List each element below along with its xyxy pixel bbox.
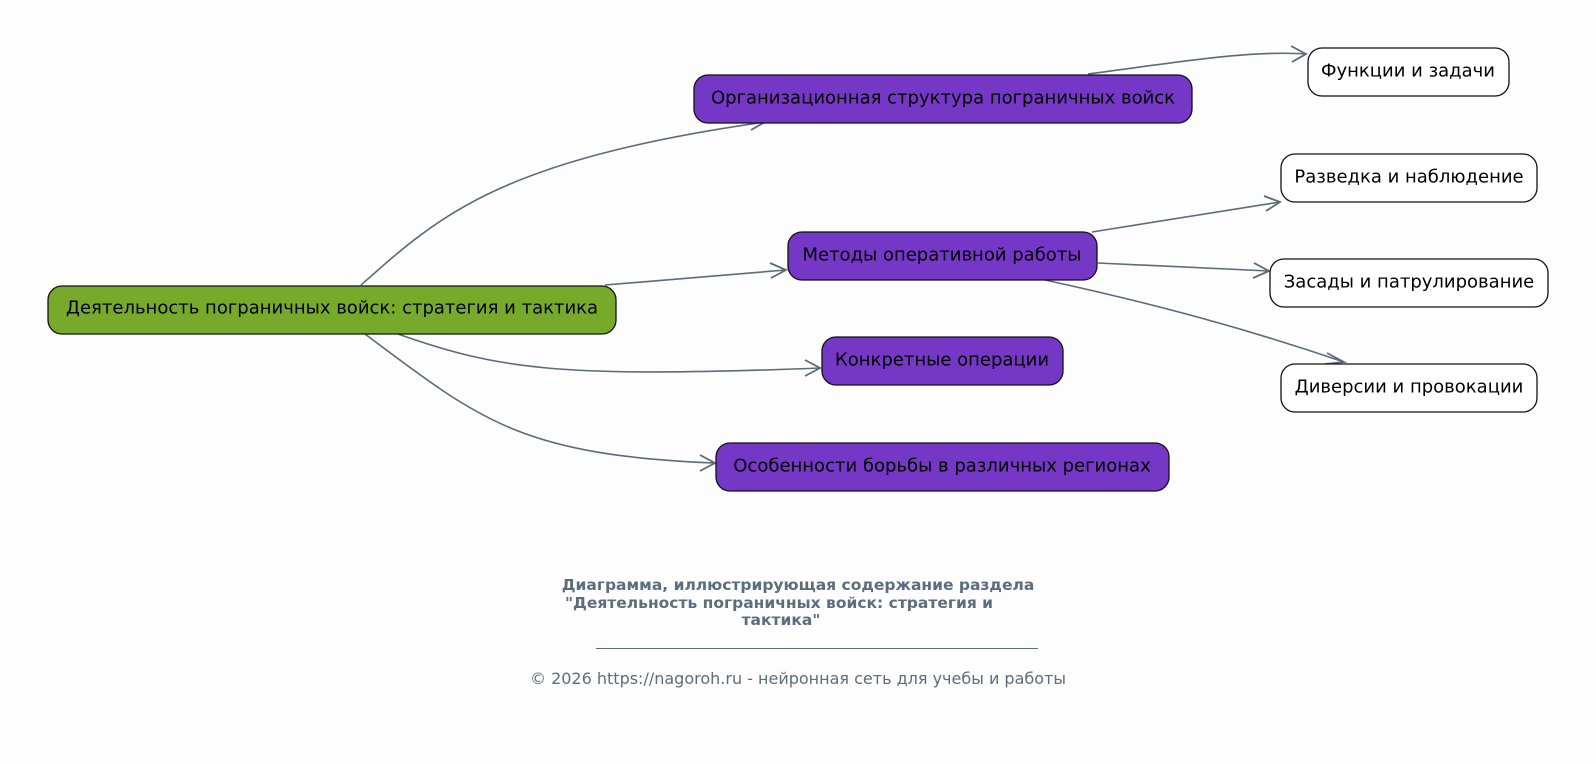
mind-map-diagram: Деятельность пограничных войск: стратеги… [47,45,1549,492]
arrowhead-icon [1252,262,1272,279]
arrowhead-icon [1324,352,1348,365]
arrowhead-icon [804,359,822,377]
node-sabotage-label: Диверсии и провокации [1295,377,1524,398]
node-org-label: Организационная структура пограничных во… [711,88,1175,109]
arrowhead-icon [699,454,717,472]
node-recon[interactable]: Разведка и наблюдение [1280,153,1538,203]
caption-title-line-3: тактика" [741,611,821,629]
node-func-label: Функции и задачи [1321,61,1495,82]
arrowhead-icon [1263,195,1282,212]
edge-methods-to-sabotage [1044,279,1348,365]
node-regions[interactable]: Особенности борьбы в различных регионах [715,442,1170,492]
node-methods[interactable]: Методы оперативной работы [787,231,1098,281]
node-func[interactable]: Функции и задачи [1307,47,1510,97]
node-regions-label: Особенности борьбы в различных регионах [733,456,1151,477]
caption-title-line-1: Диаграмма, иллюстрирующая содержание раз… [561,576,1035,594]
diagram-caption-title: Диаграмма, иллюстрирующая содержание раз… [0,576,1596,630]
nodes-layer: Деятельность пограничных войск: стратеги… [47,47,1549,492]
edge-root-to-org [360,113,767,286]
node-root[interactable]: Деятельность пограничных войск: стратеги… [47,285,617,335]
arrowhead-icon [769,262,789,279]
arrowhead-icon [1290,45,1308,63]
edge-methods-to-recon [1091,195,1282,233]
node-ambush-label: Засады и патрулирование [1284,272,1534,293]
node-ops-label: Конкретные операции [835,350,1049,371]
node-root-label: Деятельность пограничных войск: стратеги… [66,298,598,319]
node-methods-label: Методы оперативной работы [802,245,1081,266]
edge-root-to-regions [364,333,717,472]
edge-org-to-func [1087,45,1308,75]
caption-divider [596,648,1038,649]
edge-root-to-methods [604,262,789,286]
node-recon-label: Разведка и наблюдение [1294,167,1523,188]
node-ops[interactable]: Конкретные операции [821,336,1064,386]
node-org[interactable]: Организационная структура пограничных во… [693,74,1193,124]
copyright-text: © 2026 https://nagoroh.ru - нейронная се… [529,669,1066,688]
node-sabotage[interactable]: Диверсии и провокации [1280,363,1538,413]
node-ambush[interactable]: Засады и патрулирование [1269,258,1549,308]
edges-layer [360,45,1348,472]
edge-methods-to-ambush [1097,262,1272,279]
caption-title-line-2: "Деятельность пограничных войск: стратег… [564,593,994,612]
edge-root-to-ops [397,333,822,377]
